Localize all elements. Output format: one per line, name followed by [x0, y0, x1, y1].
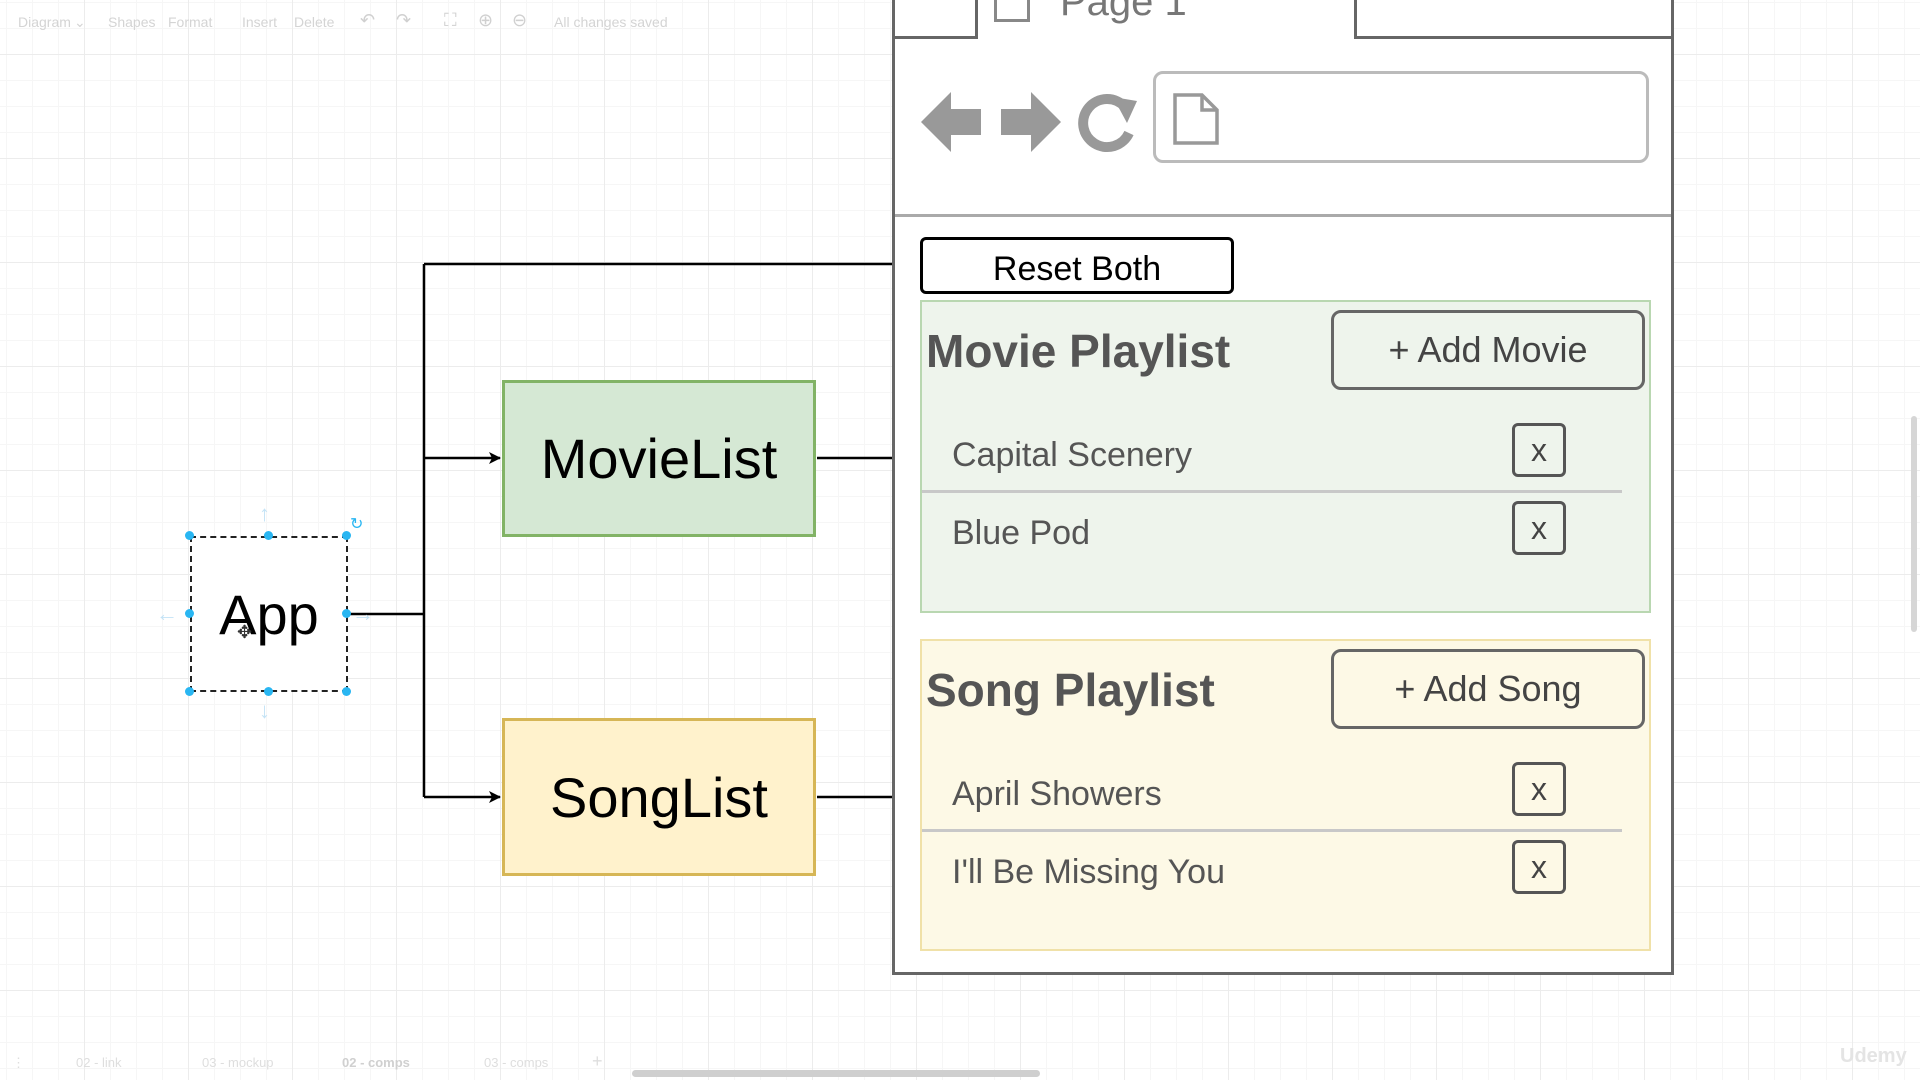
forward-arrow-icon[interactable]: [999, 89, 1063, 155]
chevron-down-icon: ⌄: [74, 14, 86, 30]
remove-song-button[interactable]: x: [1512, 762, 1566, 816]
browser-tab-bar: Page 1: [895, 0, 1671, 39]
resize-handle[interactable]: [185, 609, 194, 618]
arrow-down-icon[interactable]: ↓: [259, 698, 270, 723]
delete-button[interactable]: Delete: [294, 14, 335, 30]
format-menu[interactable]: Format: [168, 14, 213, 30]
move-cursor-icon: ✥: [237, 622, 253, 642]
tab-title: Page 1: [1060, 0, 1187, 24]
page-tab[interactable]: 02 - link: [76, 1055, 122, 1070]
reload-icon[interactable]: [1075, 89, 1139, 155]
arrow-up-icon[interactable]: ↑: [259, 501, 270, 526]
resize-handle[interactable]: [185, 531, 194, 540]
song-item-label: April Showers: [952, 775, 1162, 813]
arrow-right-icon[interactable]: →: [352, 601, 374, 626]
movielist-node-label: MovieList: [540, 427, 778, 490]
pages-menu-icon[interactable]: ⋮: [12, 1055, 25, 1070]
undo-icon[interactable]: ↶: [360, 10, 376, 30]
song-item-label: I'll Be Missing You: [952, 853, 1225, 891]
list-item: Capital Scenery x: [922, 418, 1622, 494]
add-song-button[interactable]: + Add Song: [1331, 649, 1645, 729]
zoom-in-icon[interactable]: ⊕: [478, 10, 494, 30]
list-divider: [922, 829, 1622, 832]
redo-icon[interactable]: ↷: [396, 10, 412, 30]
list-item: I'll Be Missing You x: [922, 835, 1622, 911]
songlist-node-label: SongList: [550, 765, 768, 829]
save-status: All changes saved: [554, 14, 668, 30]
browser-tab-stub[interactable]: [895, 0, 978, 36]
page-tab-active[interactable]: 02 - comps: [342, 1055, 410, 1070]
list-item: Blue Pod x: [922, 496, 1622, 572]
app-node-label: App: [219, 582, 319, 646]
songlist-node[interactable]: SongList: [502, 718, 816, 876]
list-divider: [922, 490, 1622, 493]
list-item: April Showers x: [922, 757, 1622, 833]
page-tab[interactable]: 03 - comps: [484, 1055, 549, 1070]
page-icon: [1173, 93, 1219, 145]
diagram-menu[interactable]: Diagram: [18, 14, 71, 30]
horizontal-scrollbar[interactable]: [632, 1070, 1040, 1077]
movie-item-label: Capital Scenery: [952, 436, 1193, 474]
movie-playlist-title: Movie Playlist: [926, 325, 1231, 377]
vertical-scrollbar[interactable]: [1911, 416, 1917, 632]
zoom-out-icon[interactable]: ⊖: [512, 10, 528, 30]
add-movie-button[interactable]: + Add Movie: [1331, 310, 1645, 390]
resize-handle[interactable]: [264, 687, 273, 696]
song-playlist-title: Song Playlist: [926, 664, 1215, 716]
reset-both-button[interactable]: Reset Both: [920, 237, 1234, 294]
browser-tab[interactable]: Page 1: [975, 0, 1357, 39]
resize-handle[interactable]: [342, 531, 351, 540]
browser-mockup[interactable]: Page 1 Reset Both Movie Playlist + Add M…: [892, 0, 1674, 975]
add-page-icon[interactable]: +: [592, 1051, 603, 1071]
remove-song-button[interactable]: x: [1512, 840, 1566, 894]
shapes-menu[interactable]: Shapes: [108, 14, 156, 30]
watermark-logo: Udemy: [1840, 1045, 1907, 1067]
back-arrow-icon[interactable]: [919, 89, 983, 155]
movie-playlist-panel: Movie Playlist + Add Movie Capital Scene…: [920, 300, 1651, 613]
resize-handle[interactable]: [342, 687, 351, 696]
tab-checkbox[interactable]: [994, 0, 1030, 22]
toolbar: Diagram ⌄ Shapes Format Insert Delete ↶ …: [0, 0, 890, 44]
browser-nav-bar: [895, 39, 1671, 217]
resize-handle[interactable]: [185, 687, 194, 696]
fullscreen-icon[interactable]: ⛶: [444, 10, 457, 30]
page-tab[interactable]: 03 - mockup: [202, 1055, 274, 1070]
resize-handle[interactable]: [264, 531, 273, 540]
movielist-node[interactable]: MovieList: [502, 380, 816, 537]
app-node[interactable]: App: [190, 536, 348, 692]
song-playlist-panel: Song Playlist + Add Song April Showers x…: [920, 639, 1651, 951]
address-bar[interactable]: [1153, 71, 1649, 163]
remove-movie-button[interactable]: x: [1512, 423, 1566, 477]
resize-handle[interactable]: [342, 609, 351, 618]
arrow-left-icon[interactable]: ←: [156, 601, 178, 626]
rotate-icon[interactable]: ↻: [350, 516, 364, 533]
insert-button[interactable]: Insert: [242, 14, 278, 30]
movie-item-label: Blue Pod: [952, 514, 1090, 552]
remove-movie-button[interactable]: x: [1512, 501, 1566, 555]
page-tabs: ⋮ 02 - link 03 - mockup 02 - comps 03 - …: [0, 1050, 700, 1074]
